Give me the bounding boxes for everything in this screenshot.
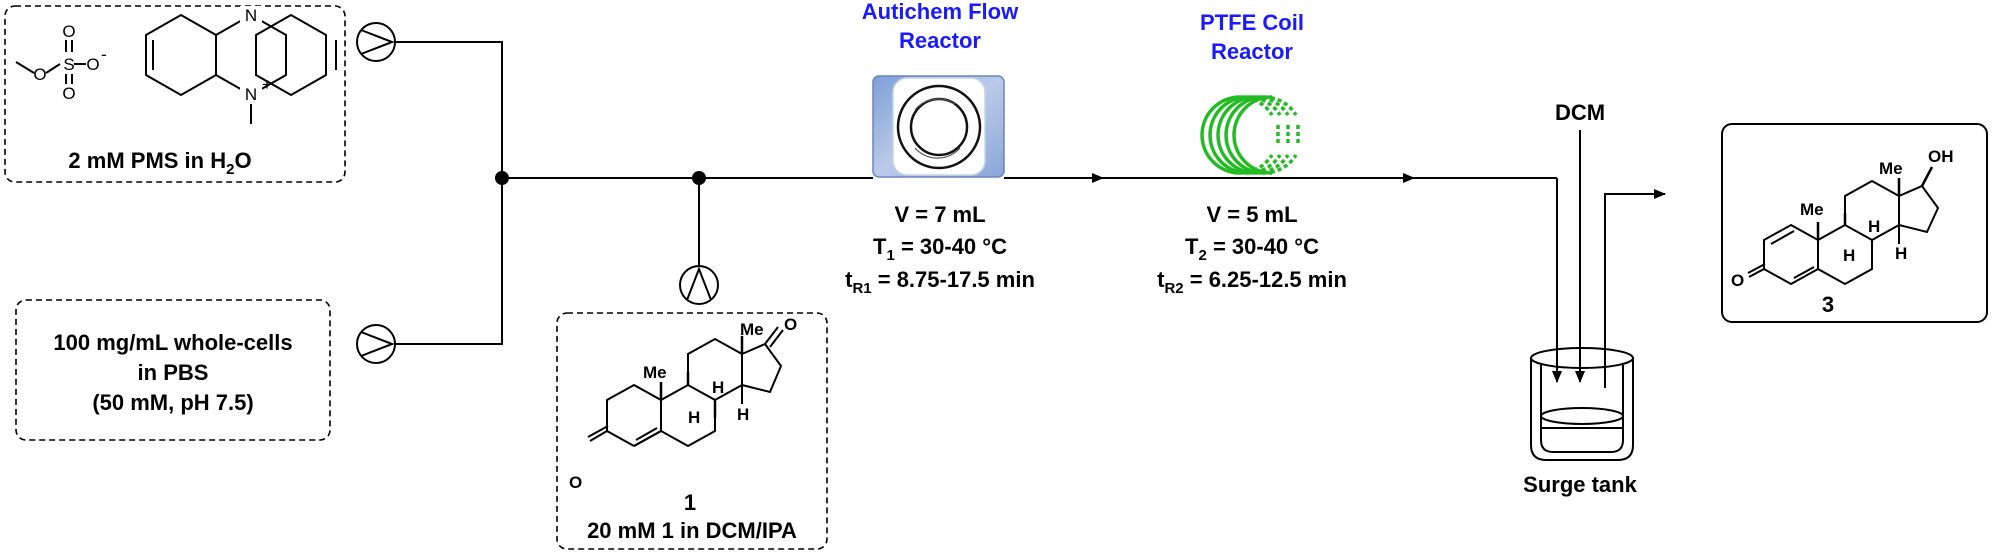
ms-minus: -	[101, 45, 107, 64]
product-me-b: Me	[1879, 159, 1903, 178]
reactor2-volume: V = 5 mL	[1206, 202, 1297, 227]
product-number: 3	[1822, 292, 1834, 317]
ms-oxygen-2: O	[62, 22, 75, 41]
reactor2-residence-time: tR2 = 6.25-12.5 min	[1157, 267, 1347, 297]
reactor1-title-line1: Autichem Flow	[862, 0, 1019, 24]
product-3-structure: Me Me OH H H H O	[1731, 147, 1954, 290]
substrate-box: Me Me H H H O O 1 20 mM 1 in DCM/IPA	[556, 312, 828, 550]
reactor1-outer-coil	[896, 84, 982, 170]
reactor1-residence-time: tR1 = 8.75-17.5 min	[845, 267, 1035, 297]
substrate-label: 20 mM 1 in DCM/IPA	[587, 518, 797, 543]
product-h-a: H	[1843, 246, 1855, 265]
substrate-h-b: H	[712, 378, 724, 397]
substrate-enone-o: O	[569, 473, 582, 492]
reactor2-title-line1: PTFE Coil	[1200, 10, 1304, 35]
phenazine-n-top: N	[245, 6, 257, 25]
reactor2-temperature: T2 = 30-40 °C	[1185, 234, 1319, 264]
phenazine-n-bottom: N	[245, 85, 257, 104]
green-coil	[1200, 95, 1300, 175]
ms-oxygen-3: O	[62, 84, 75, 103]
pump-3	[679, 265, 719, 305]
pms-label: 2 mM PMS in H2O	[68, 148, 251, 178]
surge-tank-label: Surge tank	[1523, 472, 1637, 497]
tank-outlet-arrow	[1604, 189, 1666, 388]
autichem-reactor: Autichem Flow Reactor V = 7 mL T1 = 30-4…	[845, 0, 1035, 297]
product-enone-o: O	[1731, 271, 1744, 290]
product-h-b: H	[1868, 217, 1880, 236]
pump-2	[356, 324, 396, 364]
cells-reagent-box: 100 mg/mL whole-cells in PBS (50 mM, pH …	[15, 299, 331, 441]
ms-oxygen-4: O	[86, 55, 99, 74]
product-oh: OH	[1928, 147, 1954, 166]
substrate-1-structure: Me Me H H H O O	[569, 315, 797, 492]
phenazinium-structure: N N +	[145, 6, 337, 124]
product-box: Me Me OH H H H O 3	[1721, 123, 1988, 323]
substrate-h-c: H	[737, 405, 749, 424]
substrate-me-a: Me	[643, 363, 667, 382]
pms-reagent-box: O S O O O - N N + 2 mM PMS in H2O	[4, 5, 346, 183]
substrate-number: 1	[684, 490, 696, 515]
feed-line-1-2	[395, 41, 503, 345]
methyl-sulfate-structure: O S O O O -	[15, 22, 107, 103]
reactor1-volume: V = 7 mL	[894, 202, 985, 227]
ms-sulfur: S	[63, 55, 74, 74]
substrate-me-b: Me	[740, 320, 764, 339]
reactor2-title-line2: Reactor	[1211, 39, 1293, 64]
reactor1-title-line2: Reactor	[899, 28, 981, 53]
ms-oxygen-1: O	[33, 65, 46, 84]
surge-tank: DCM Surge tank	[1523, 100, 1666, 497]
cells-label-line2: in PBS	[138, 360, 209, 385]
product-h-c: H	[1895, 244, 1907, 263]
cells-label-line3: (50 mM, pH 7.5)	[92, 390, 253, 415]
dcm-label: DCM	[1555, 100, 1605, 125]
pump-1	[356, 22, 396, 62]
substrate-h-a: H	[688, 408, 700, 427]
reactor1-temperature: T1 = 30-40 °C	[873, 234, 1007, 264]
substrate-ketone-o: O	[784, 315, 797, 334]
ptfe-coil-reactor: PTFE Coil Reactor V = 5 mL T2 = 30-40 °C…	[1157, 10, 1347, 297]
phenazine-plus: +	[262, 75, 272, 94]
product-me-a: Me	[1800, 200, 1824, 219]
cells-label-line1: 100 mg/mL whole-cells	[53, 330, 292, 355]
